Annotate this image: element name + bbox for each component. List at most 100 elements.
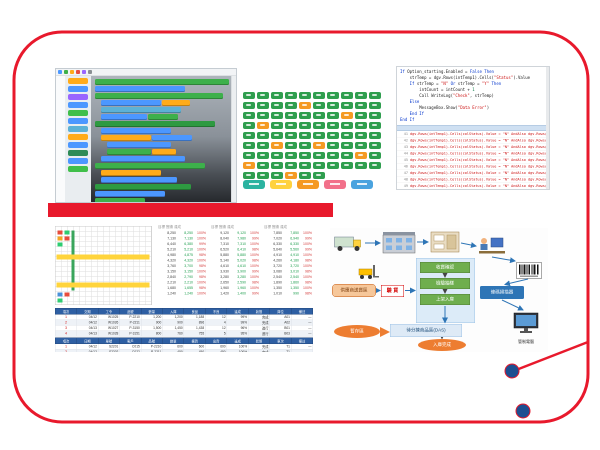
status-button[interactable]	[299, 122, 311, 129]
palette-block[interactable]	[68, 142, 88, 148]
status-button[interactable]	[285, 172, 297, 179]
status-button[interactable]	[257, 102, 269, 109]
status-button[interactable]	[355, 132, 367, 139]
status-button[interactable]	[313, 92, 325, 99]
palette-block[interactable]	[68, 94, 88, 100]
palette-block[interactable]	[68, 118, 88, 124]
status-button[interactable]	[327, 92, 339, 99]
code-block[interactable]	[148, 114, 178, 120]
code-block[interactable]	[95, 163, 205, 169]
toolbar-button-icon[interactable]	[88, 70, 92, 74]
status-button[interactable]	[369, 92, 381, 99]
legend-button[interactable]	[297, 180, 319, 189]
toolbar-button-icon[interactable]	[76, 70, 80, 74]
status-button[interactable]	[341, 102, 353, 109]
status-button[interactable]	[355, 92, 367, 99]
status-button[interactable]	[299, 172, 311, 179]
status-button[interactable]	[243, 122, 255, 129]
status-button[interactable]	[271, 172, 283, 179]
palette-block[interactable]	[68, 166, 88, 172]
status-button[interactable]	[285, 132, 297, 139]
code-block[interactable]	[95, 191, 165, 197]
status-button[interactable]	[257, 162, 269, 169]
status-button[interactable]	[369, 112, 381, 119]
code-block[interactable]	[152, 149, 176, 155]
blocks-scrollbar[interactable]	[231, 76, 236, 202]
code-block[interactable]	[101, 128, 171, 134]
status-button[interactable]	[327, 122, 339, 129]
status-button[interactable]	[257, 122, 269, 129]
code-block[interactable]	[101, 156, 185, 162]
status-button[interactable]	[285, 122, 297, 129]
code-block[interactable]	[162, 100, 190, 106]
code-block[interactable]	[95, 184, 191, 190]
status-button[interactable]	[243, 172, 255, 179]
status-button[interactable]	[299, 92, 311, 99]
legend-button[interactable]	[324, 180, 346, 189]
status-button[interactable]	[271, 102, 283, 109]
status-button[interactable]	[285, 92, 297, 99]
status-button[interactable]	[299, 102, 311, 109]
palette-block[interactable]	[68, 134, 88, 140]
code-block[interactable]	[95, 79, 229, 85]
status-button[interactable]	[369, 132, 381, 139]
status-button[interactable]	[299, 132, 311, 139]
toolbar-button-icon[interactable]	[58, 70, 62, 74]
status-button[interactable]	[299, 162, 311, 169]
code-block[interactable]	[152, 135, 192, 141]
status-button[interactable]	[257, 142, 269, 149]
status-button[interactable]	[243, 142, 255, 149]
status-button[interactable]	[243, 102, 255, 109]
status-button[interactable]	[341, 122, 353, 129]
status-button[interactable]	[243, 162, 255, 169]
palette-block[interactable]	[68, 126, 88, 132]
code-block[interactable]	[107, 149, 151, 155]
status-button[interactable]	[327, 152, 339, 159]
toolbar-button-icon[interactable]	[82, 70, 86, 74]
status-button[interactable]	[355, 122, 367, 129]
status-button[interactable]	[313, 122, 325, 129]
status-button[interactable]	[369, 162, 381, 169]
status-button[interactable]	[299, 112, 311, 119]
status-button[interactable]	[271, 92, 283, 99]
palette-block[interactable]	[68, 102, 88, 108]
status-button[interactable]	[285, 152, 297, 159]
code-block[interactable]	[101, 177, 177, 183]
status-button[interactable]	[285, 102, 297, 109]
status-button[interactable]	[369, 102, 381, 109]
status-button[interactable]	[341, 162, 353, 169]
status-button[interactable]	[313, 172, 325, 179]
code-block[interactable]	[95, 86, 185, 92]
status-button[interactable]	[271, 152, 283, 159]
status-button[interactable]	[299, 142, 311, 149]
status-button[interactable]	[243, 152, 255, 159]
status-button[interactable]	[327, 132, 339, 139]
status-button[interactable]	[327, 142, 339, 149]
code-block[interactable]	[95, 198, 145, 202]
status-button[interactable]	[243, 132, 255, 139]
status-button[interactable]	[313, 102, 325, 109]
status-button[interactable]	[285, 142, 297, 149]
code-block[interactable]	[101, 114, 147, 120]
status-button[interactable]	[341, 142, 353, 149]
status-button[interactable]	[341, 92, 353, 99]
status-button[interactable]	[313, 152, 325, 159]
code-block[interactable]	[95, 93, 223, 99]
status-button[interactable]	[313, 112, 325, 119]
status-button[interactable]	[327, 102, 339, 109]
palette-block[interactable]	[68, 110, 88, 116]
status-button[interactable]	[257, 112, 269, 119]
status-button[interactable]	[257, 172, 269, 179]
code-block[interactable]	[101, 135, 151, 141]
status-button[interactable]	[341, 112, 353, 119]
status-button[interactable]	[369, 122, 381, 129]
status-button[interactable]	[243, 92, 255, 99]
code-block[interactable]	[101, 107, 181, 113]
status-button[interactable]	[313, 132, 325, 139]
status-button[interactable]	[271, 162, 283, 169]
legend-button[interactable]	[270, 180, 292, 189]
status-button[interactable]	[257, 92, 269, 99]
status-button[interactable]	[327, 162, 339, 169]
